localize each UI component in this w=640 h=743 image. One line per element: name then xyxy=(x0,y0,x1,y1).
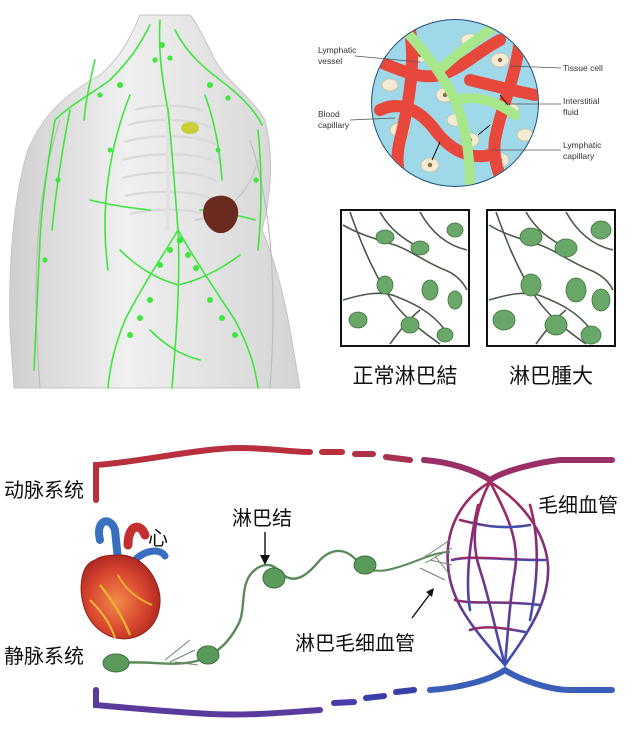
capillary-bed xyxy=(446,480,550,692)
cell-inset-labels: Lymphatic vessel Blood capillary Tissue … xyxy=(318,45,603,161)
heart-label: 心 xyxy=(148,526,168,550)
lymphatic-network xyxy=(33,19,263,389)
normal-node-panel xyxy=(340,209,470,347)
artery-pipe xyxy=(93,444,615,503)
thymus-organ xyxy=(181,122,199,134)
vein-pipe xyxy=(93,666,615,718)
label-tissue-cell: Tissue cell xyxy=(563,63,603,73)
swollen-node-label: 淋巴腫大 xyxy=(509,364,593,388)
label-interstitial-fluid-1: Interstitial xyxy=(563,96,599,106)
label-blood-capillary-2: capillary xyxy=(318,120,350,130)
heart-illustration xyxy=(80,517,169,640)
vein-system-label: 静脉系统 xyxy=(4,644,84,668)
swollen-node-panel xyxy=(486,209,616,347)
body-illustration xyxy=(9,14,301,389)
label-interstitial-fluid-2: fluid xyxy=(563,107,579,117)
label-lymphatic-vessel-2: vessel xyxy=(318,56,342,66)
lymph-capillary-pointer-arrow xyxy=(411,588,434,619)
capillary-label: 毛细血管 xyxy=(538,493,618,517)
lymph-node-pointer-arrow xyxy=(260,532,270,565)
lymph-node-label: 淋巴结 xyxy=(232,506,292,530)
lymph-capillary-label: 淋巴毛细血管 xyxy=(295,631,415,655)
normal-node-label: 正常淋巴結 xyxy=(353,364,458,388)
label-lymphatic-capillary-1: Lymphatic xyxy=(563,140,602,150)
label-lymphatic-capillary-2: capillary xyxy=(563,151,595,161)
spleen-organ xyxy=(203,195,239,234)
lymph-nodes-body xyxy=(42,42,259,338)
lymph-capillary-net xyxy=(390,20,520,186)
label-lymphatic-vessel-1: Lymphatic xyxy=(318,45,357,55)
label-blood-capillary-1: Blood xyxy=(318,109,340,119)
lymph-vessel-chain xyxy=(102,539,453,673)
artery-system-label: 动脉系统 xyxy=(4,478,84,502)
